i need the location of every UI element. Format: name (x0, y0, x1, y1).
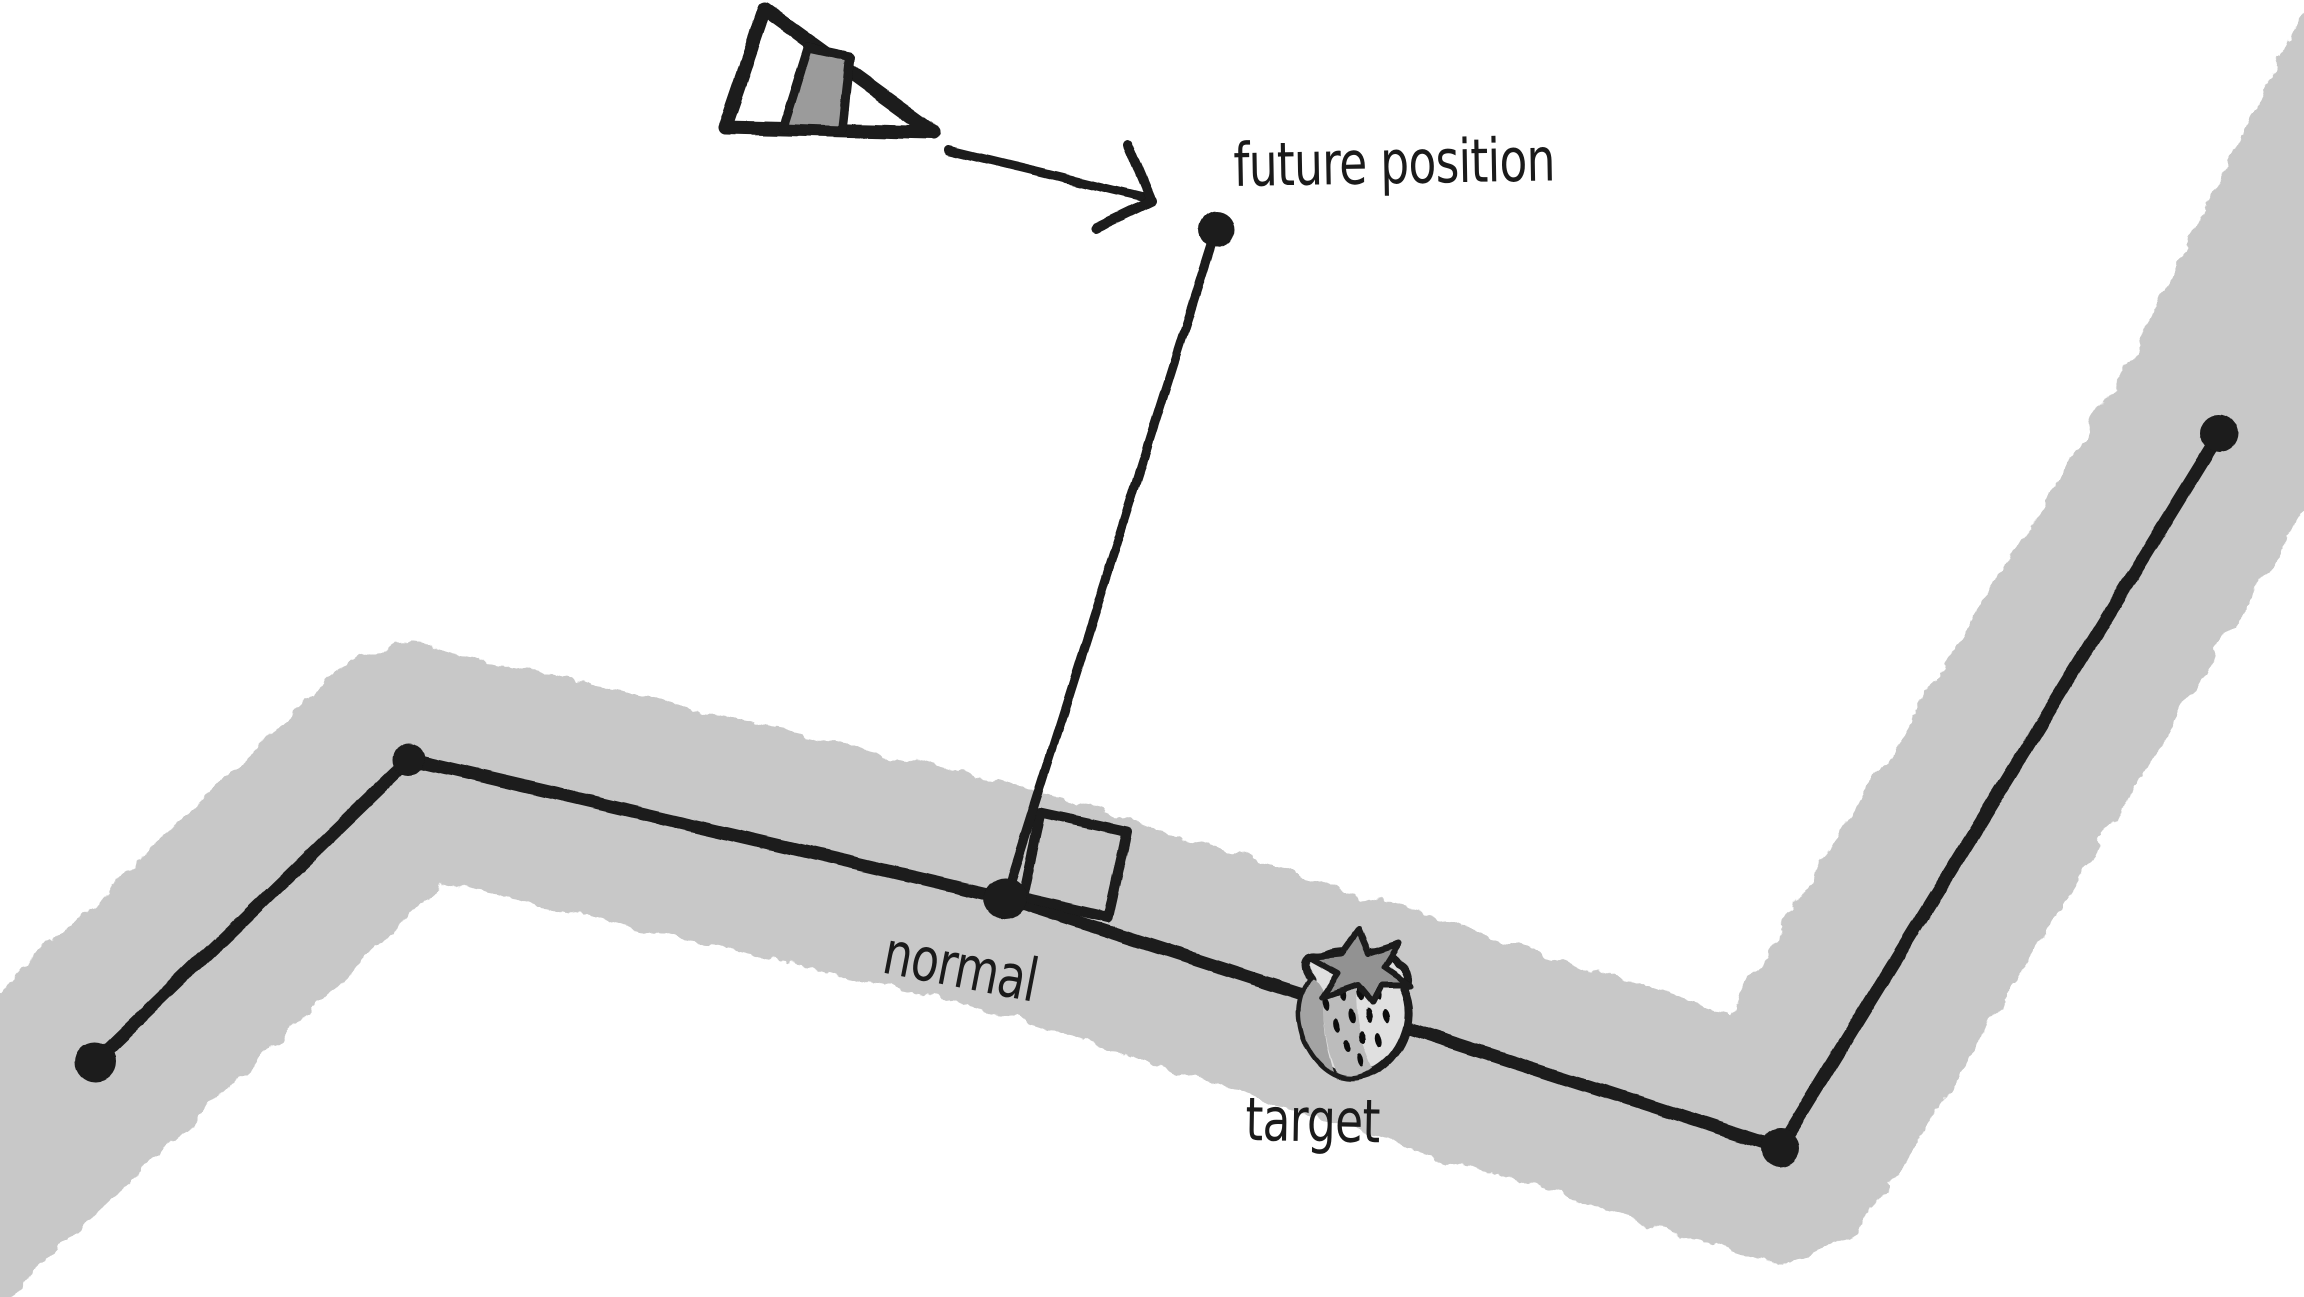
normal-line (1000, 228, 1220, 903)
strawberry-shade-mid (1323, 974, 1373, 1078)
path-dot-bottom-right (1761, 1129, 1799, 1167)
arrow-head (1091, 139, 1157, 233)
path-dot-start (75, 1042, 115, 1082)
path-dot-top-right (2201, 414, 2239, 452)
path-band (0, 11, 2304, 1297)
vehicle-stripe (778, 43, 855, 135)
vehicle-triangle-icon (718, 3, 940, 139)
strawberry-leaves (1306, 927, 1413, 1006)
future-position-dot (1199, 211, 1235, 247)
right-angle-square-icon (1017, 808, 1132, 922)
target-label: target (1244, 1085, 1381, 1158)
normal-point-dot (984, 877, 1026, 919)
future-position-label: future position (1232, 125, 1556, 201)
arrow-shaft (943, 145, 1151, 203)
strawberry-icon (1296, 927, 1414, 1082)
arrow-icon (943, 139, 1157, 233)
path-dot-apex (393, 743, 425, 775)
strawberry-shade-dark (1300, 977, 1334, 1073)
